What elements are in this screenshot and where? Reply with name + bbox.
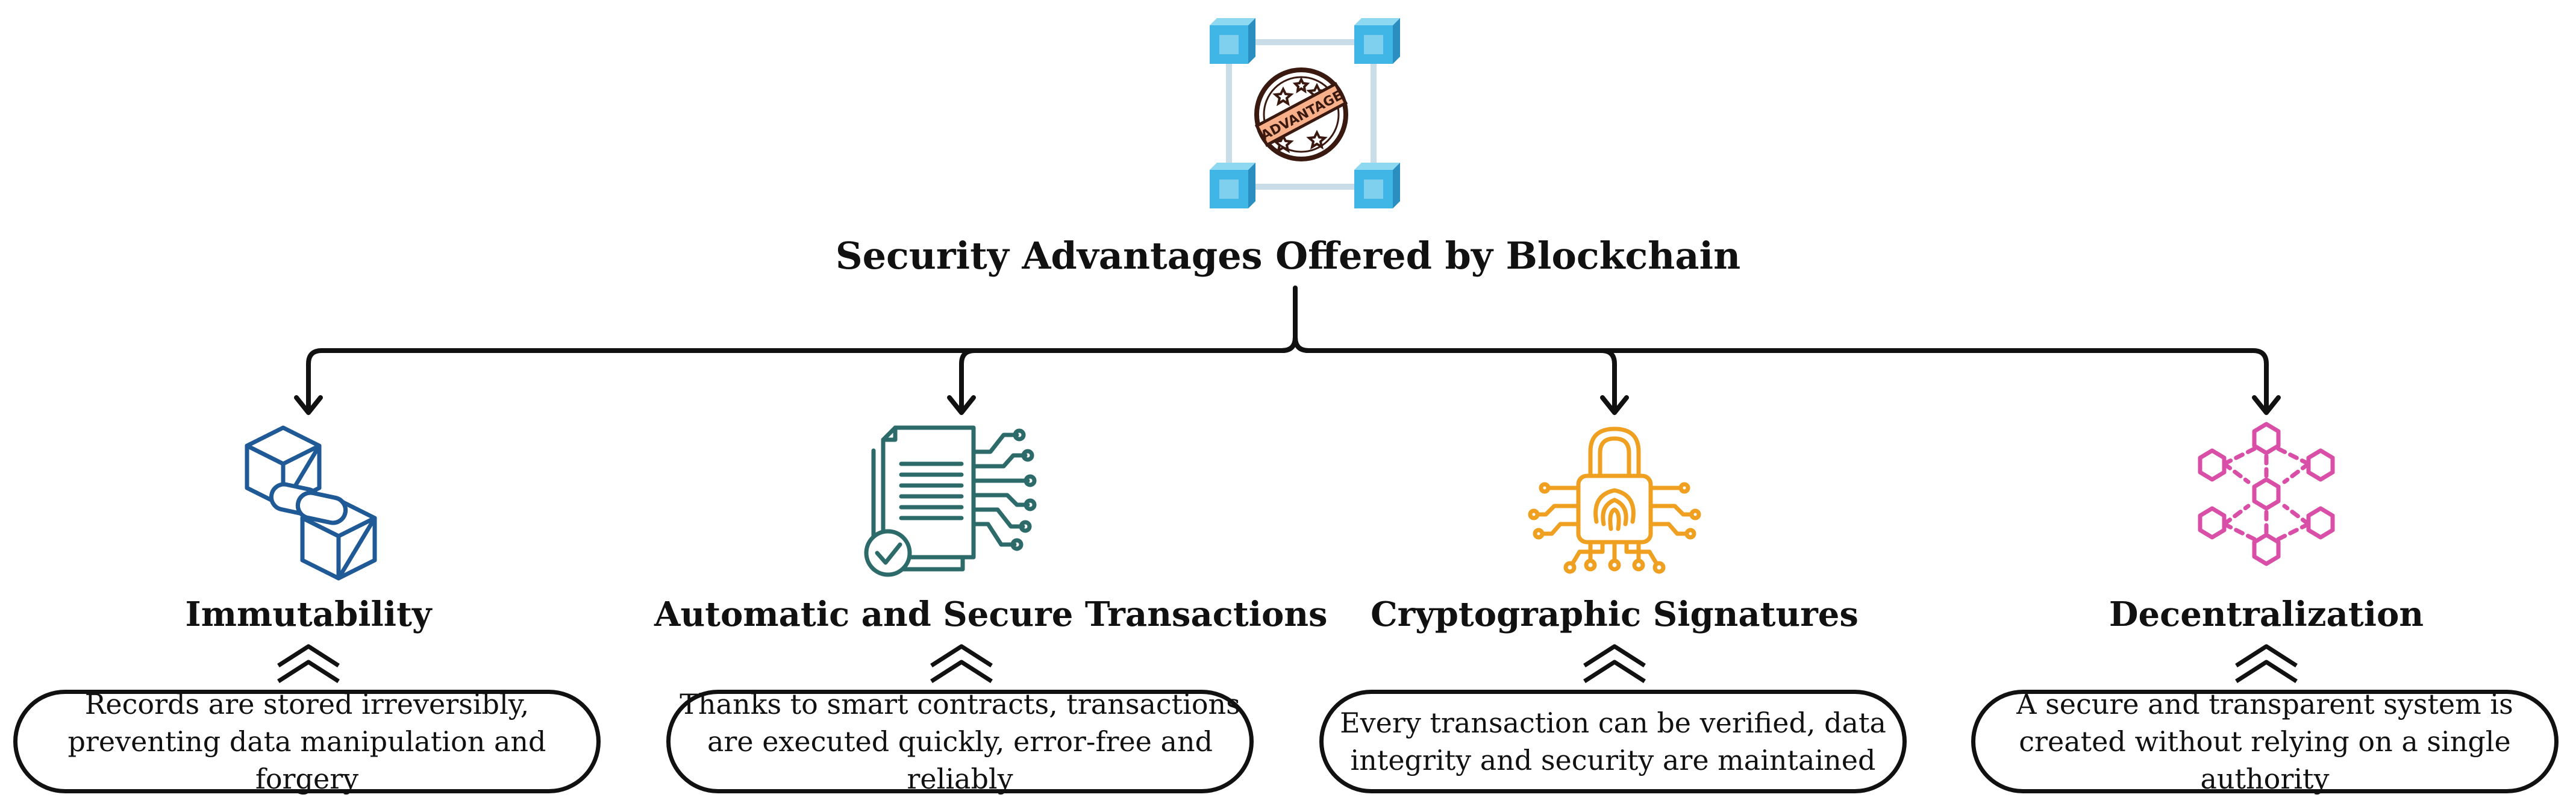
item-title: Immutability (185, 595, 432, 634)
arrowhead-4 (2252, 395, 2281, 415)
hexagon-network-icon (2198, 422, 2335, 566)
chevron-up-icon (277, 644, 340, 683)
chain-link-cubes-icon (245, 425, 377, 581)
arrowhead-1 (294, 395, 323, 415)
advantage-badge: ADVANTAGE (1254, 67, 1348, 161)
description-box: Thanks to smart contracts, transactions … (666, 688, 1254, 795)
description-box: A secure and transparent system is creat… (1971, 688, 2559, 795)
arrowhead-3 (1600, 395, 1629, 415)
description-box: Records are stored irreversibly, prevent… (13, 688, 601, 795)
item-description: Records are stored irreversibly, prevent… (67, 688, 546, 795)
item-description: Thanks to smart contracts, transactions … (680, 688, 1240, 795)
item-title: Cryptographic Signatures (1371, 595, 1859, 634)
item-title: Decentralization (2109, 595, 2424, 634)
item-title: Automatic and Secure Transactions (654, 595, 1328, 634)
item-description: Every transaction can be verified, data … (1340, 707, 1886, 776)
item-description: A secure and transparent system is creat… (2016, 688, 2513, 795)
branch-line-4 (1293, 335, 2269, 412)
cube-icon (1210, 18, 1255, 64)
chevron-up-icon (930, 644, 993, 683)
chevron-up-icon (2235, 644, 2298, 683)
arrowhead-2 (947, 395, 976, 415)
advantage-blockchain-icon: ADVANTAGE (1210, 18, 1400, 208)
diagram-title: Security Advantages Offered by Blockchai… (835, 234, 1741, 278)
chevron-up-icon (1583, 644, 1646, 683)
fingerprint-lock-icon (1528, 426, 1701, 574)
smart-contract-document-icon (864, 425, 1037, 577)
description-box: Every transaction can be verified, data … (1319, 690, 1907, 793)
branch-line-2 (959, 335, 1298, 412)
